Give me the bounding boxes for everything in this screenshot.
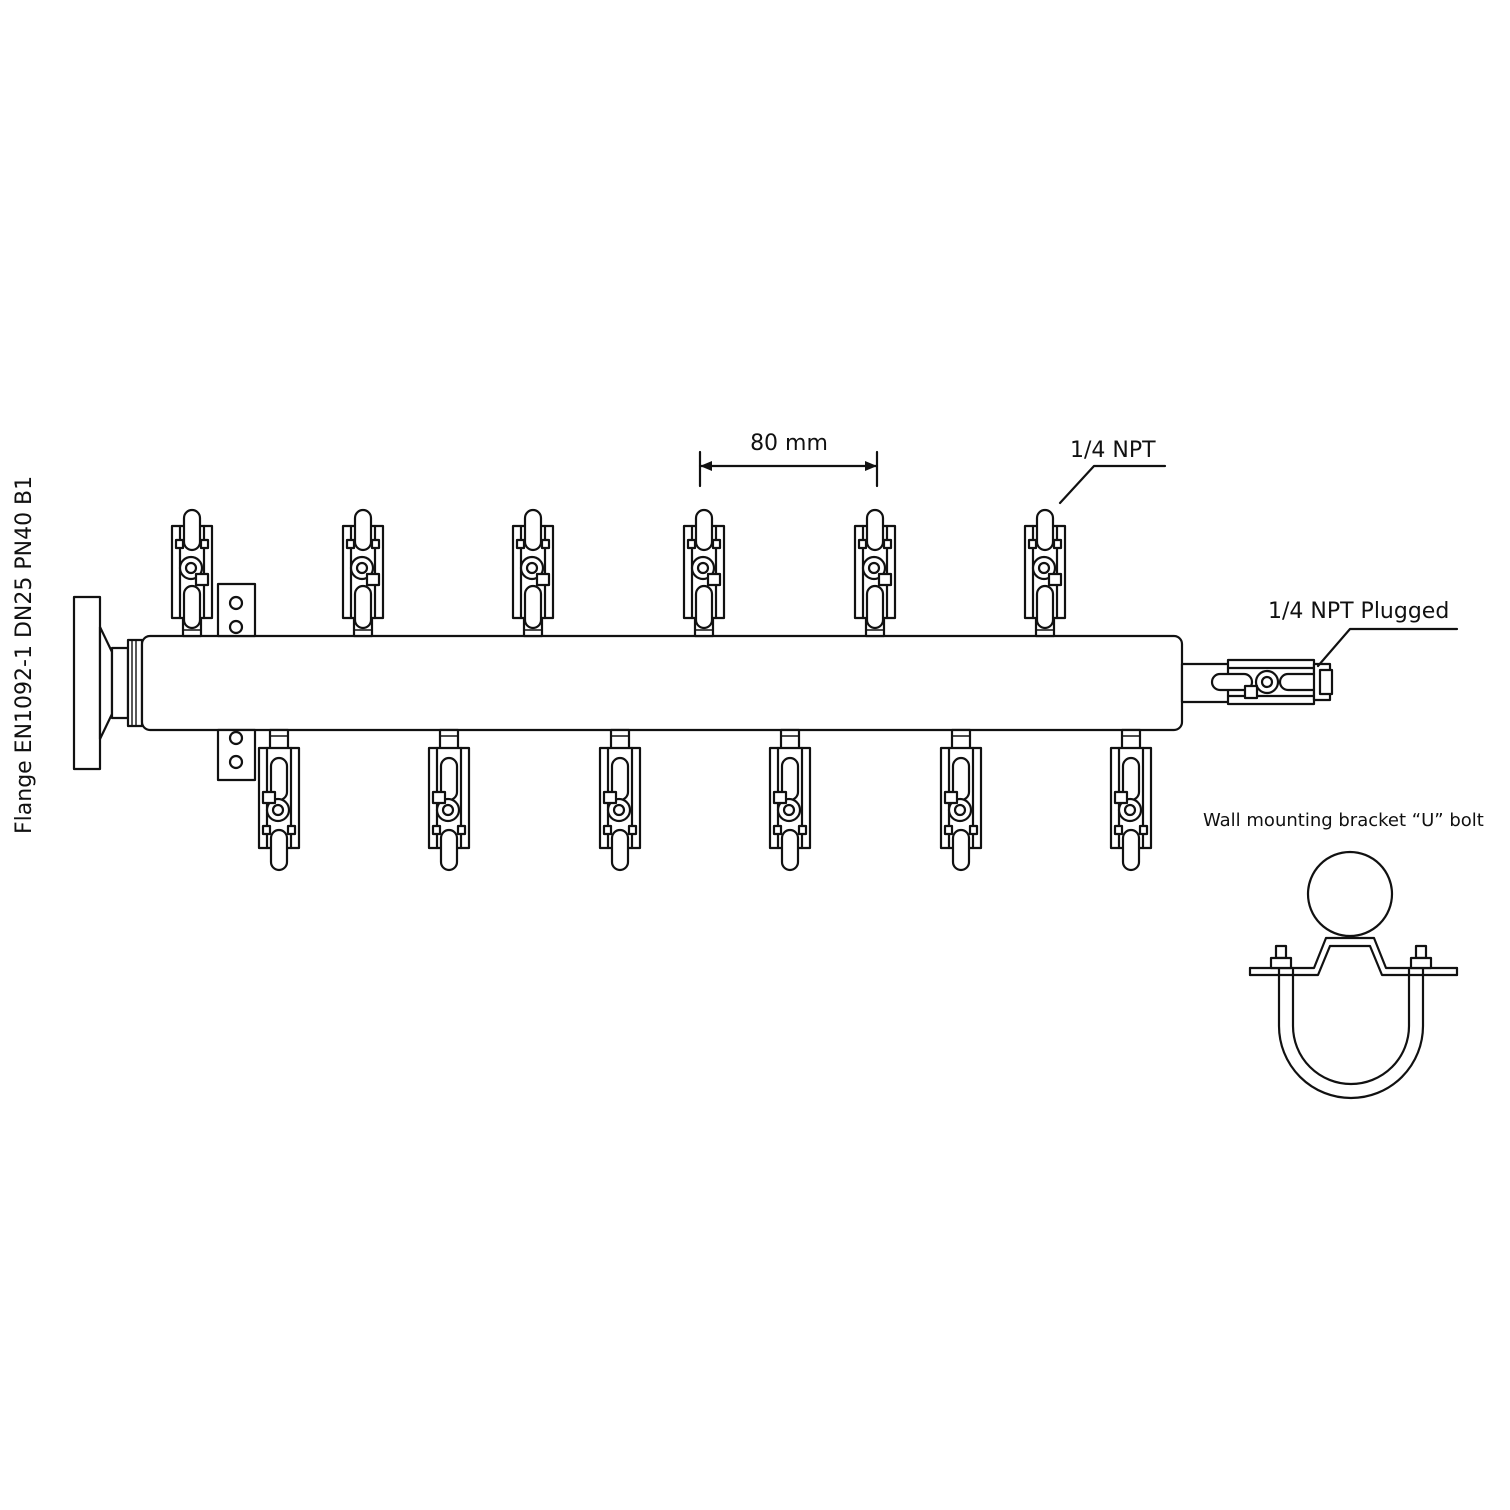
valve-top <box>511 508 555 638</box>
header-pipe <box>140 634 1184 732</box>
u-bolt-bracket-detail <box>1248 850 1459 1100</box>
plugged-outlet <box>1180 658 1334 706</box>
npt-label: 1/4 NPT <box>1070 438 1156 463</box>
valve-bottom <box>598 728 642 872</box>
valve-top <box>170 508 214 638</box>
valve-bottom <box>768 728 812 872</box>
spacing-dimension <box>698 450 879 488</box>
valve-top <box>341 508 385 638</box>
npt-plugged-label: 1/4 NPT Plugged <box>1268 599 1449 624</box>
valve-bottom <box>1109 728 1153 872</box>
flange <box>72 595 144 771</box>
valve-top <box>853 508 897 638</box>
pipe-section <box>1306 850 1394 938</box>
top-outlets <box>170 508 1067 638</box>
bracket-label: Wall mounting bracket “U” bolt <box>1203 810 1484 831</box>
valve-top <box>682 508 726 638</box>
npt-plugged-leader <box>1316 627 1459 668</box>
flange-label: Flange EN1092-1 DN25 PN40 B1 <box>12 476 37 834</box>
wall-bracket-bottom <box>216 728 257 782</box>
bottom-outlets <box>257 728 1153 872</box>
valve-bottom <box>939 728 983 872</box>
npt-leader <box>1058 464 1167 505</box>
valve-bottom <box>257 728 301 872</box>
valve-top <box>1023 508 1067 638</box>
valve-bottom <box>427 728 471 872</box>
spacing-label: 80 mm <box>750 431 828 456</box>
wall-bracket-top <box>216 582 257 638</box>
